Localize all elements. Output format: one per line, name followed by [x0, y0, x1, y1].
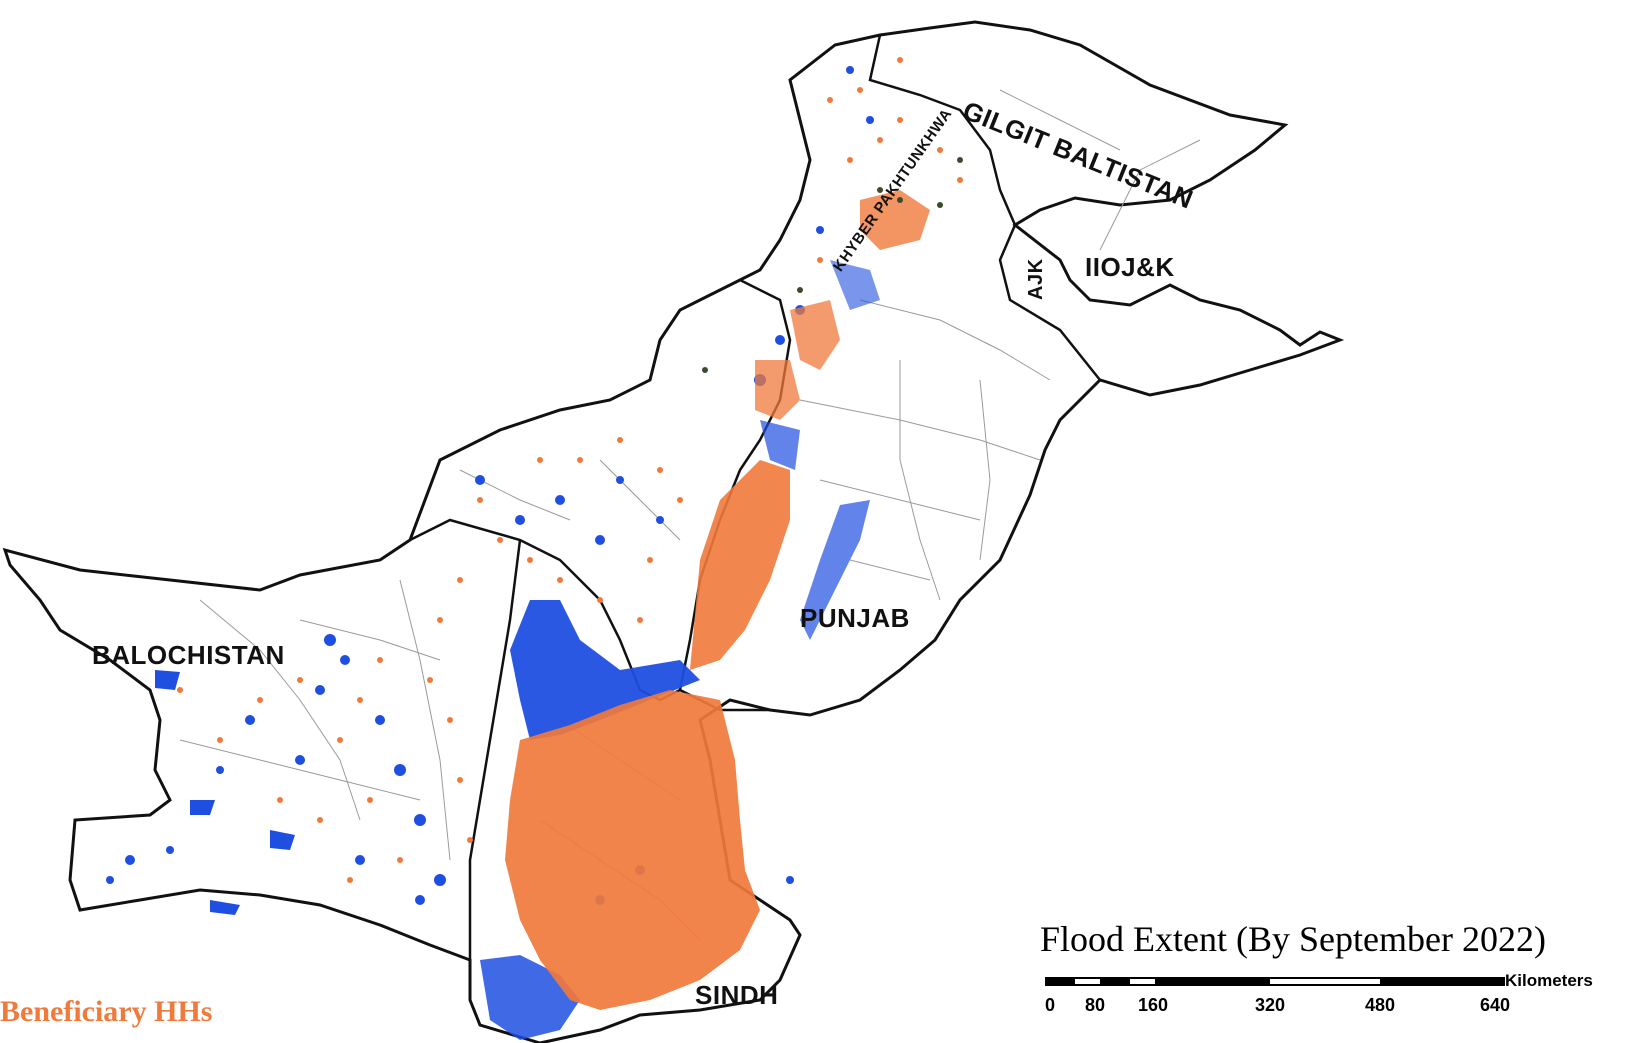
scale-tick: 80 [1085, 995, 1106, 1015]
scale-tick: 320 [1255, 995, 1286, 1015]
marker-layer [702, 157, 963, 373]
flood-extent-layer [106, 66, 880, 1040]
label-iojk: IIOJ&K [1085, 252, 1175, 282]
scale-bar-graphic [1045, 977, 1505, 986]
label-punjab: PUNJAB [800, 603, 910, 633]
beneficiary-layer [177, 57, 963, 1010]
district-boundaries [179, 89, 1201, 941]
scale-tick: 0 [1045, 995, 1056, 1015]
label-sindh: SINDH [695, 980, 779, 1010]
scale-tick: 160 [1138, 995, 1169, 1015]
scale-tick: 480 [1365, 995, 1396, 1015]
legend-title: Flood Extent (By September 2022) [1040, 919, 1546, 959]
scale-bar: Kilometers 0 80 160 320 480 640 [1040, 971, 1593, 1035]
scale-unit-label: Kilometers [1505, 971, 1593, 990]
label-ajk: AJK [1025, 258, 1047, 300]
label-balochistan: BALOCHISTAN [92, 640, 285, 670]
scale-tick: 640 [1480, 995, 1511, 1015]
beneficiary-legend-label: Beneficiary HHs [0, 995, 213, 1028]
